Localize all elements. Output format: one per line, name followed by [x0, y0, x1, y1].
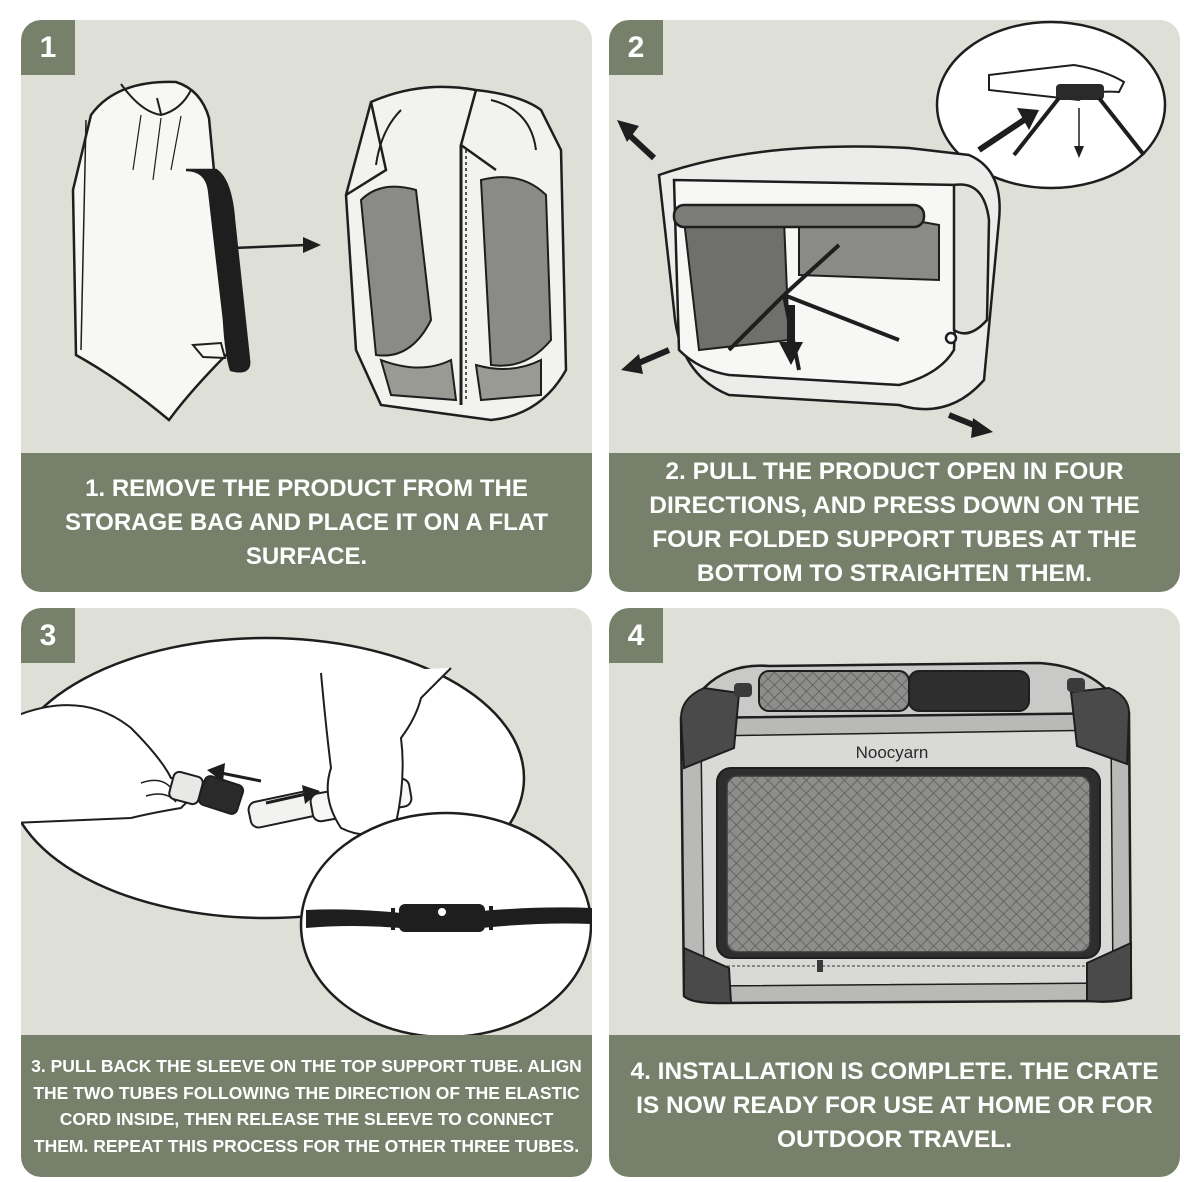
folded-crate [344, 85, 568, 422]
step-3-illustration [21, 636, 592, 1035]
storage-bag [71, 80, 251, 422]
step-number-badge: 3 [21, 608, 75, 663]
arrow-left-icon [207, 763, 262, 783]
arrow-right-icon [232, 237, 321, 253]
arrow-right-icon [265, 785, 320, 805]
arrow-diagonal-icon [617, 120, 657, 161]
step-2-panel: 2 2. PULL THE PRODUCT OPEN IN FOUR DIREC… [609, 20, 1180, 592]
step-1-caption: 1. REMOVE THE PRODUCT FROM THE STORAGE B… [21, 453, 592, 592]
arrow-down-icon [1074, 108, 1084, 158]
arrow-right-icon [947, 412, 993, 438]
brand-label: Noocyarn [856, 743, 929, 762]
arrow-left-icon [621, 347, 671, 374]
assembled-crate [679, 661, 1133, 1005]
step-1-panel: 1 1. REMOVE THE PRODUCT FROM THE STORAGE… [21, 20, 592, 592]
step-1-illustration [71, 80, 568, 422]
step-4-panel: Noocyarn 4 4. INSTALLATION IS COMPLETE. … [609, 608, 1180, 1177]
open-crate [657, 145, 1001, 411]
zoom-callout [935, 20, 1167, 190]
step-3-caption: 3. PULL BACK THE SLEEVE ON THE TOP SUPPO… [21, 1035, 592, 1177]
step-number-badge: 2 [609, 20, 663, 75]
step-4-caption: 4. INSTALLATION IS COMPLETE. THE CRATE I… [609, 1035, 1180, 1177]
step-2-illustration [617, 20, 1167, 438]
step-3-panel: 3 3. PULL BACK THE SLEEVE ON THE TOP SUP… [21, 608, 592, 1177]
step-2-caption: 2. PULL THE PRODUCT OPEN IN FOUR DIRECTI… [609, 453, 1180, 592]
step-number-badge: 4 [609, 608, 663, 663]
elastic-cord-closeup [299, 811, 592, 1035]
arrow-down-icon [779, 305, 803, 365]
step-4-illustration: Noocyarn [679, 661, 1133, 1005]
step-number-badge: 1 [21, 20, 75, 75]
arrow-diagonal-icon [977, 108, 1039, 153]
